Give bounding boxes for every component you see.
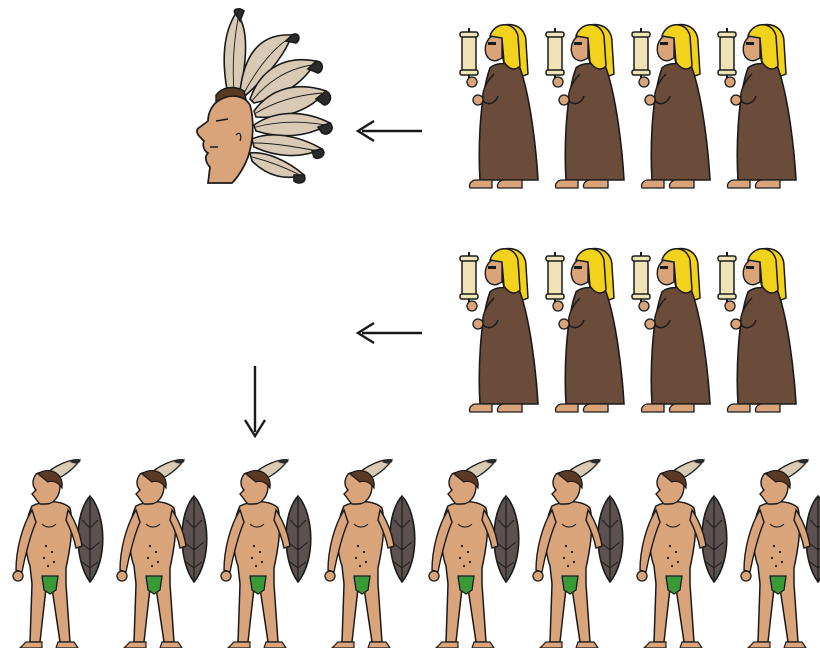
warrior-with-shield-icon [221,459,311,648]
warrior-with-shield-icon [741,459,820,648]
chief-feathered-headdress-icon [197,9,332,183]
woman-holding-scroll-icon [546,248,624,412]
warrior-with-shield-icon [117,459,207,648]
women-row-2 [460,248,796,412]
warrior-with-shield-icon [13,459,103,648]
warrior-with-shield-icon [429,459,519,648]
woman-holding-scroll-icon [460,248,538,412]
warrior-with-shield-icon [533,459,623,648]
woman-holding-scroll-icon [632,24,710,188]
woman-holding-scroll-icon [546,24,624,188]
woman-holding-scroll-icon [632,248,710,412]
warrior-with-shield-icon [325,459,415,648]
women-row-1 [460,24,796,188]
woman-holding-scroll-icon [460,24,538,188]
woman-holding-scroll-icon [718,248,796,412]
warriors-row [13,459,820,648]
warrior-with-shield-icon [637,459,727,648]
woman-holding-scroll-icon [718,24,796,188]
